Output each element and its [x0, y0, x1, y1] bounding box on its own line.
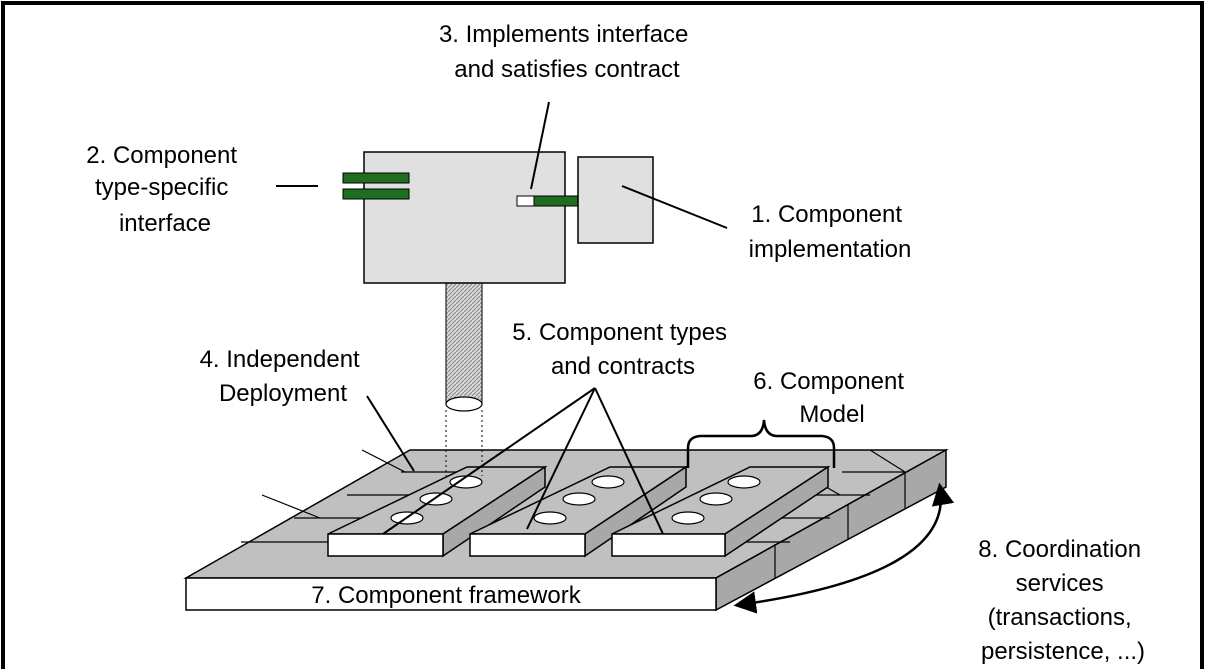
- callout-lines: [276, 101, 728, 535]
- label-implementation-line-1: 1. Component: [751, 201, 902, 228]
- label-coordination-line-2: services: [1016, 570, 1104, 597]
- label-types: 5. Component types and contracts: [512, 319, 733, 380]
- callout-implementation: [621, 185, 728, 229]
- label-implements-line-2: and satisfies contract: [454, 56, 680, 83]
- slot-hole: [699, 492, 733, 506]
- model-brace: [686, 419, 836, 468]
- label-interface-line-1: 2. Component: [86, 142, 237, 169]
- slot-hole: [562, 492, 596, 506]
- label-deployment-line-1: 4. Independent: [200, 346, 360, 373]
- label-interface: 2. Component type-specific interface: [86, 142, 243, 237]
- interface-bar: [342, 172, 410, 184]
- label-model-line-2: Model: [799, 401, 864, 428]
- label-implementation-line-2: implementation: [749, 236, 912, 263]
- label-interface-line-2: type-specific: [95, 174, 228, 201]
- slot-hole: [671, 511, 705, 525]
- label-model: 6. Component Model: [753, 368, 910, 428]
- component-slot-2: [469, 465, 689, 558]
- component-slot-1: [327, 465, 548, 558]
- label-deployment: 4. Independent Deployment: [200, 346, 367, 407]
- implementation-box: [577, 156, 654, 244]
- callout-implements: [530, 101, 550, 190]
- callout-deployment: [366, 395, 415, 472]
- label-framework: 7. Component framework: [311, 582, 581, 609]
- callout-type-1: [382, 387, 596, 535]
- slot-hole: [419, 492, 453, 506]
- callout-type-3: [594, 387, 664, 535]
- label-interface-line-3: interface: [119, 210, 211, 237]
- label-types-line-1: 5. Component types: [512, 319, 727, 346]
- label-implements: 3. Implements interface and satisfies co…: [439, 21, 695, 83]
- deployment-shaft: [445, 281, 483, 476]
- interface-bar: [342, 188, 410, 200]
- coordination-arrow: [733, 482, 955, 614]
- framework-front: [185, 577, 717, 611]
- slot-hole: [727, 475, 761, 489]
- slot-hole: [591, 475, 625, 489]
- slot-hole: [533, 511, 567, 525]
- label-implementation: 1. Component implementation: [749, 201, 912, 263]
- label-types-line-2: and contracts: [551, 353, 695, 380]
- label-deployment-line-2: Deployment: [219, 380, 347, 407]
- label-coordination-line-4: persistence, ...): [981, 638, 1145, 665]
- label-coordination-line-1: 8. Coordination: [978, 536, 1141, 563]
- label-model-line-1: 6. Component: [753, 368, 904, 395]
- contract-plug: [516, 195, 535, 207]
- label-coordination: 8. Coordination services (transactions, …: [978, 536, 1147, 665]
- label-coordination-line-3: (transactions,: [988, 604, 1132, 631]
- label-implements-line-1: 3. Implements interface: [439, 21, 688, 48]
- callout-type-2: [526, 387, 596, 530]
